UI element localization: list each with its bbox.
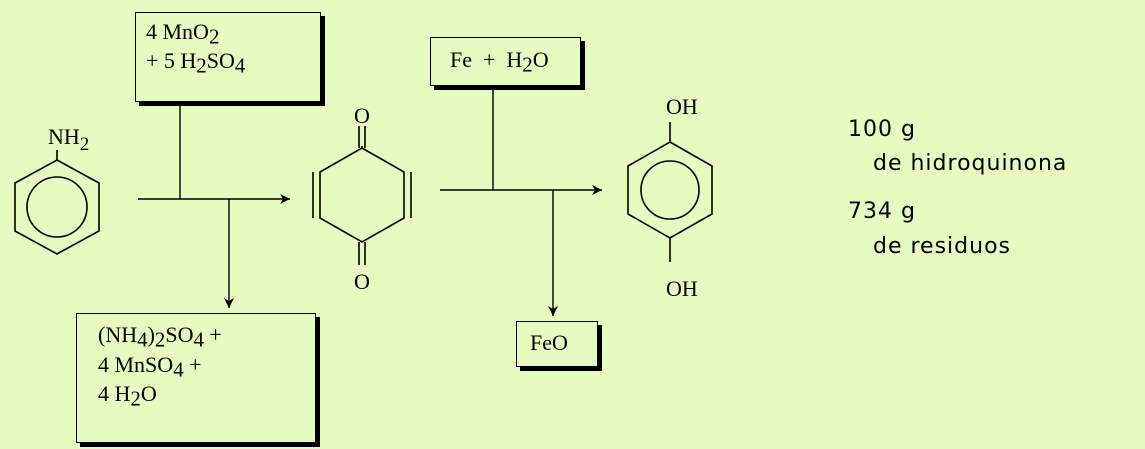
hydroquinone-aromatic-circle xyxy=(640,160,700,220)
aniline-structure xyxy=(14,150,100,255)
hydroquinone-structure xyxy=(627,122,713,262)
summary-waste-name: de residuos xyxy=(873,234,1011,259)
reagent-line-mno2: 4 MnO2 xyxy=(146,19,220,49)
summary-waste-mass: 734 g xyxy=(848,199,916,224)
feo-box: FeO xyxy=(516,321,598,367)
waste-box: (NH4)2SO4 + 4 MnSO4 + 4 H2O xyxy=(76,313,316,443)
quinone-top-oxygen: O xyxy=(354,103,370,128)
feo-label: FeO xyxy=(530,330,568,355)
waste-line-manganese-sulfate: 4 MnSO4 + xyxy=(98,351,202,382)
hydroquinone-top-oh: OH xyxy=(666,94,698,119)
benzoquinone-structure xyxy=(312,126,412,265)
catalyst-box: Fe + H2O xyxy=(430,37,581,86)
aniline-ring xyxy=(14,159,100,255)
quinone-bottom-oxygen: O xyxy=(354,269,370,294)
catalyst-line: Fe + H2O xyxy=(450,47,549,77)
reagent-line-h2so4: + 5 H2SO4 xyxy=(146,48,246,78)
summary-product-name: de hidroquinona xyxy=(873,151,1068,176)
summary-product-mass: 100 g xyxy=(848,117,916,142)
waste-line-ammonium-sulfate: (NH4)2SO4 + xyxy=(98,322,222,352)
aniline-nh2-label: NH2 xyxy=(48,124,89,155)
waste-line-water: 4 H2O xyxy=(98,381,157,411)
hydroquinone-bottom-oh: OH xyxy=(666,276,698,301)
reagent-box: 4 MnO2 + 5 H2SO4 xyxy=(135,12,321,102)
aniline-aromatic-circle xyxy=(26,176,88,238)
